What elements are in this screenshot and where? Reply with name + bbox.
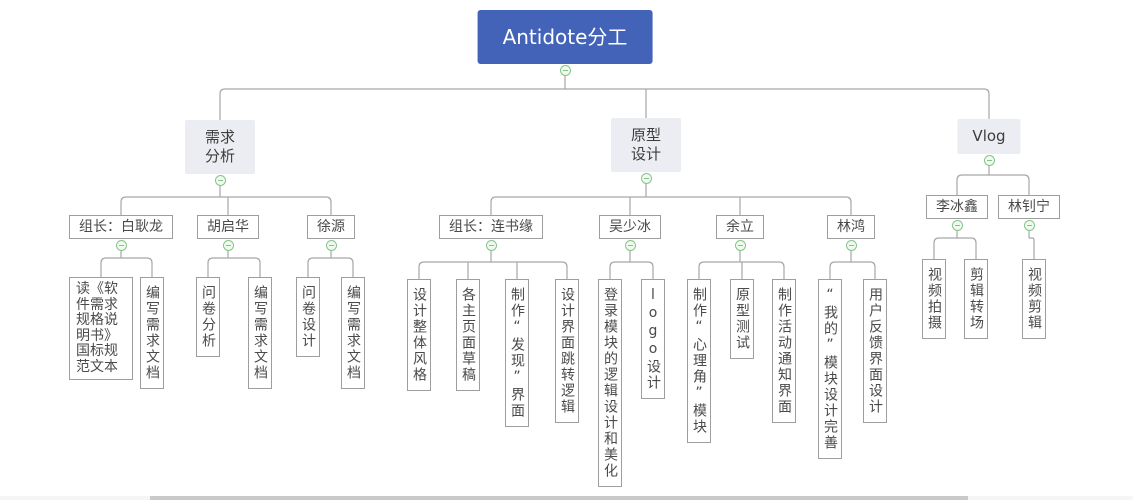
mindmap-node-l9[interactable]: 制作“发现”界面 xyxy=(505,279,529,427)
mindmap-node-l18[interactable]: 视频拍摄 xyxy=(922,259,946,339)
mindmap-node-l13[interactable]: 制作“心理角”模块 xyxy=(687,279,711,443)
mindmap-node-root[interactable]: Antidote分工 xyxy=(477,10,653,64)
mindmap-node-l16[interactable]: “我的”模块设计完善 xyxy=(818,279,842,459)
mindmap-node-l12[interactable]: logo设计 xyxy=(641,279,665,399)
mindmap-node-l2[interactable]: 编写需求文档 xyxy=(140,277,164,389)
collapse-minus-icon[interactable] xyxy=(640,172,652,184)
collapse-minus-icon[interactable] xyxy=(214,174,226,186)
collapse-minus-icon[interactable] xyxy=(115,239,127,251)
mindmap-node-l8[interactable]: 各主页面草稿 xyxy=(456,279,480,391)
mindmap-node-n3[interactable]: 徐源 xyxy=(307,215,355,239)
mindmap-node-n9[interactable]: 林钊宁 xyxy=(998,195,1060,219)
mindmap-node-n8[interactable]: 李冰鑫 xyxy=(926,195,988,219)
mindmap-node-n4[interactable]: 组长：连书缘 xyxy=(439,215,543,239)
mindmap-node-l19[interactable]: 剪辑转场 xyxy=(964,259,988,339)
mindmap-node-l20[interactable]: 视频剪辑 xyxy=(1022,259,1046,339)
mindmap-node-n1[interactable]: 组长：白耿龙 xyxy=(69,215,173,239)
mindmap-node-l11[interactable]: 登录模块的逻辑设计和美化 xyxy=(598,279,622,487)
mindmap-node-b1[interactable]: 需求分析 xyxy=(185,120,255,174)
collapse-minus-icon[interactable] xyxy=(983,154,995,166)
mindmap-node-n2[interactable]: 胡启华 xyxy=(197,215,259,239)
mindmap-node-l5[interactable]: 问卷设计 xyxy=(296,277,320,357)
mindmap-node-l10[interactable]: 设计界面跳转逻辑 xyxy=(555,279,579,423)
mindmap-node-n6[interactable]: 余立 xyxy=(716,215,764,239)
collapse-minus-icon[interactable] xyxy=(485,239,497,251)
collapse-minus-icon[interactable] xyxy=(624,239,636,251)
collapse-minus-icon[interactable] xyxy=(951,219,963,231)
mindmap-node-l14[interactable]: 原型测试 xyxy=(730,279,754,359)
mindmap-node-l6[interactable]: 编写需求文档 xyxy=(341,277,365,389)
mindmap-node-l15[interactable]: 制作活动通知界面 xyxy=(772,279,796,423)
mindmap-node-l1[interactable]: 读《软件需求规格说明书》国标规范文本 xyxy=(69,277,133,380)
mindmap-node-l7[interactable]: 设计整体风格 xyxy=(407,279,431,391)
collapse-minus-icon[interactable] xyxy=(734,239,746,251)
mindmap-node-l4[interactable]: 编写需求文档 xyxy=(248,277,272,389)
horizontal-scrollbar[interactable] xyxy=(0,496,1133,500)
mindmap-node-l3[interactable]: 问卷分析 xyxy=(196,277,220,357)
mindmap-node-l17[interactable]: 用户反馈界面设计 xyxy=(863,279,887,423)
scrollbar-thumb[interactable] xyxy=(150,496,968,500)
collapse-minus-icon[interactable] xyxy=(325,239,337,251)
collapse-minus-icon[interactable] xyxy=(845,239,857,251)
collapse-minus-icon[interactable] xyxy=(222,239,234,251)
mindmap-node-n5[interactable]: 吴少冰 xyxy=(599,215,661,239)
collapse-minus-icon[interactable] xyxy=(559,64,571,76)
collapse-minus-icon[interactable] xyxy=(1023,219,1035,231)
mindmap-node-b2[interactable]: 原型设计 xyxy=(611,118,681,172)
mindmap-node-n7[interactable]: 林鸿 xyxy=(827,215,875,239)
mindmap-node-b3[interactable]: Vlog xyxy=(957,119,1021,154)
